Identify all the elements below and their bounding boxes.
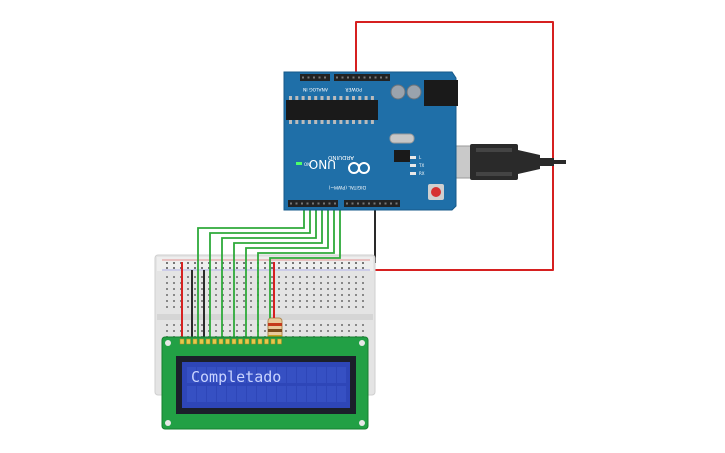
power-header[interactable] [334,74,390,81]
lcd-display-text: Completado [191,368,281,386]
usb-chip [394,150,410,162]
led-label-l: L [419,155,422,160]
led-label-rx: RX [419,171,425,176]
power-wire-loop[interactable] [355,21,554,271]
capacitor-1 [390,84,406,100]
tx-led [410,164,416,167]
digital-header-right[interactable] [344,200,400,207]
arduino-logo-icon [348,162,370,174]
on-led [296,162,302,165]
lcd-module[interactable]: Completado [161,336,369,430]
arduino-model: UNO [309,157,336,171]
crystal [389,133,415,144]
led-label-tx: TX [418,163,424,168]
on-led-label: ON [304,162,310,167]
digital-header-label: DIGITAL (PWM~) [328,184,366,190]
chip-legs [289,96,374,124]
capacitor-2 [406,84,422,100]
power-jack [424,80,458,106]
arduino-board[interactable]: ARDUINO UNO DIGITAL (PWM~) ANALOG IN POW… [283,71,458,211]
rx-led [410,172,416,175]
power-header-label: POWER [345,86,362,92]
data-wires[interactable] [197,203,341,338]
analog-header-label: ANALOG IN [303,86,328,92]
breadboard-jumpers[interactable] [181,262,275,338]
lcd-cells [187,367,346,402]
l-led [410,156,416,159]
lcd-header-pins [179,338,282,345]
arduino-brand: ARDUINO [327,154,354,160]
header-pin-holes [290,76,398,205]
reset-button-cap[interactable] [431,187,441,197]
microcontroller-chip [286,100,378,120]
